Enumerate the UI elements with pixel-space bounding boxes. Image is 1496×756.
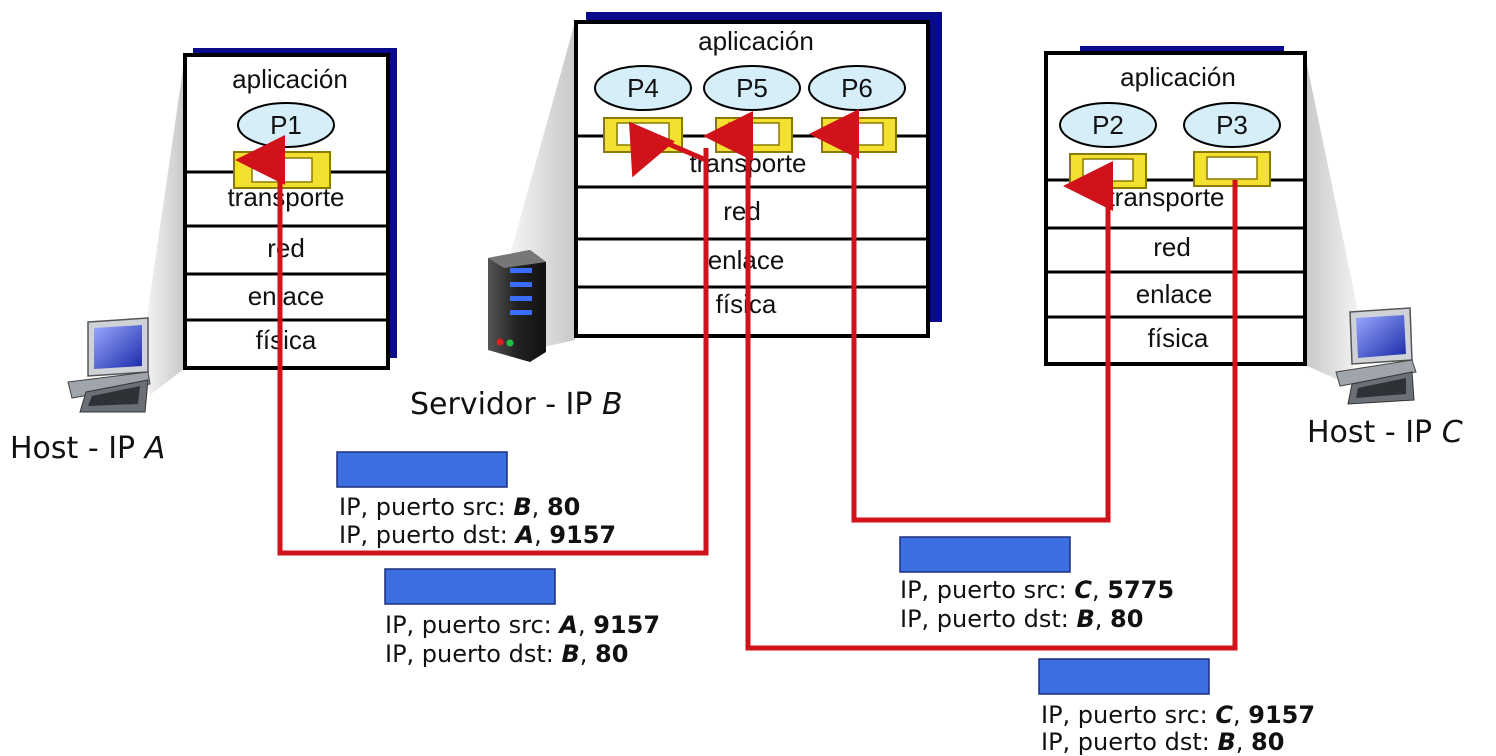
header-c5775-to-b: IP, puerto src: C, 5775 IP, puerto dst: … [900, 576, 1174, 633]
header-a-to-b: IP, puerto src: A, 9157 IP, puerto dst: … [385, 611, 660, 668]
process-p3-label: P3 [1216, 110, 1248, 140]
host-a-transport-layer: transporte [227, 182, 344, 212]
process-p1-label: P1 [270, 110, 302, 140]
host-a-laptop-icon [67, 317, 151, 413]
server-process-p4-bubble [594, 65, 692, 111]
host-c-label: Host - IP C [1307, 415, 1463, 450]
process-p4-label: P4 [627, 73, 659, 103]
path-c9157-arrow [703, 111, 1238, 651]
host-c-process-p2-bubble [1059, 102, 1157, 148]
host-c-laptop-icon [1335, 307, 1417, 405]
segment-c9157-to-b [1038, 658, 1210, 695]
svg-text:IP, puerto dst: B, 80: IP, puerto dst: B, 80 [385, 640, 628, 668]
segment-c5775-to-b [899, 536, 1071, 573]
host-c-beam [1305, 55, 1360, 385]
path-a-b-arrow [235, 135, 709, 556]
svg-text:IP, puerto src: B, 80: IP, puerto src: B, 80 [339, 493, 580, 521]
server-icon [488, 250, 546, 362]
host-c-link-layer: enlace [1136, 279, 1213, 309]
svg-text:IP, puerto dst: A, 9157: IP, puerto dst: A, 9157 [339, 521, 616, 549]
host-a-beam [145, 55, 185, 395]
host-c-network-layer: red [1153, 232, 1191, 262]
segment-b-to-a [336, 451, 508, 488]
host-a-stack: aplicación P1 transporte red enlace físi… [183, 48, 397, 370]
server-app-layer: aplicación [698, 26, 814, 56]
host-c-stack: aplicación P2 P3 transporte red enlace f… [1044, 46, 1307, 366]
process-p5-label: P5 [736, 73, 768, 103]
process-p6-label: P6 [841, 73, 873, 103]
svg-text:IP, puerto src: A, 9157: IP, puerto src: A, 9157 [385, 611, 660, 639]
path-b-a-arrow-head [628, 121, 707, 178]
host-a-app-layer: aplicación [232, 64, 348, 94]
host-c-process-p3-bubble [1183, 102, 1281, 148]
svg-text:IP, puerto dst: B, 80: IP, puerto dst: B, 80 [1041, 728, 1284, 756]
host-c-app-layer: aplicación [1120, 62, 1236, 92]
host-c-physical-layer: física [1148, 323, 1209, 353]
svg-text:IP, puerto src: C, 9157: IP, puerto src: C, 9157 [1041, 701, 1315, 729]
server-network-layer: red [723, 196, 761, 226]
header-b-to-a: IP, puerto src: B, 80 IP, puerto dst: A,… [339, 493, 616, 549]
host-a-label: Host - IP A [10, 431, 165, 466]
header-c9157-to-b: IP, puerto src: C, 9157 IP, puerto dst: … [1041, 701, 1315, 756]
host-a-network-layer: red [267, 233, 305, 263]
server-process-p5-bubble [703, 65, 801, 111]
host-a-link-layer: enlace [248, 281, 325, 311]
segment-a-to-b [384, 568, 556, 605]
process-p2-label: P2 [1092, 110, 1124, 140]
svg-text:IP, puerto dst: B, 80: IP, puerto dst: B, 80 [900, 605, 1143, 633]
server-b-label: Servidor - IP B [410, 387, 623, 422]
host-c-transport-layer: transporte [1107, 182, 1224, 212]
path-c5775-arrow [809, 109, 1111, 523]
host-a-physical-layer: física [256, 325, 317, 355]
svg-text:IP, puerto src: C, 5775: IP, puerto src: C, 5775 [900, 576, 1174, 604]
server-b-stack: aplicación P4 P5 P6 transporte red enlac… [574, 12, 942, 338]
